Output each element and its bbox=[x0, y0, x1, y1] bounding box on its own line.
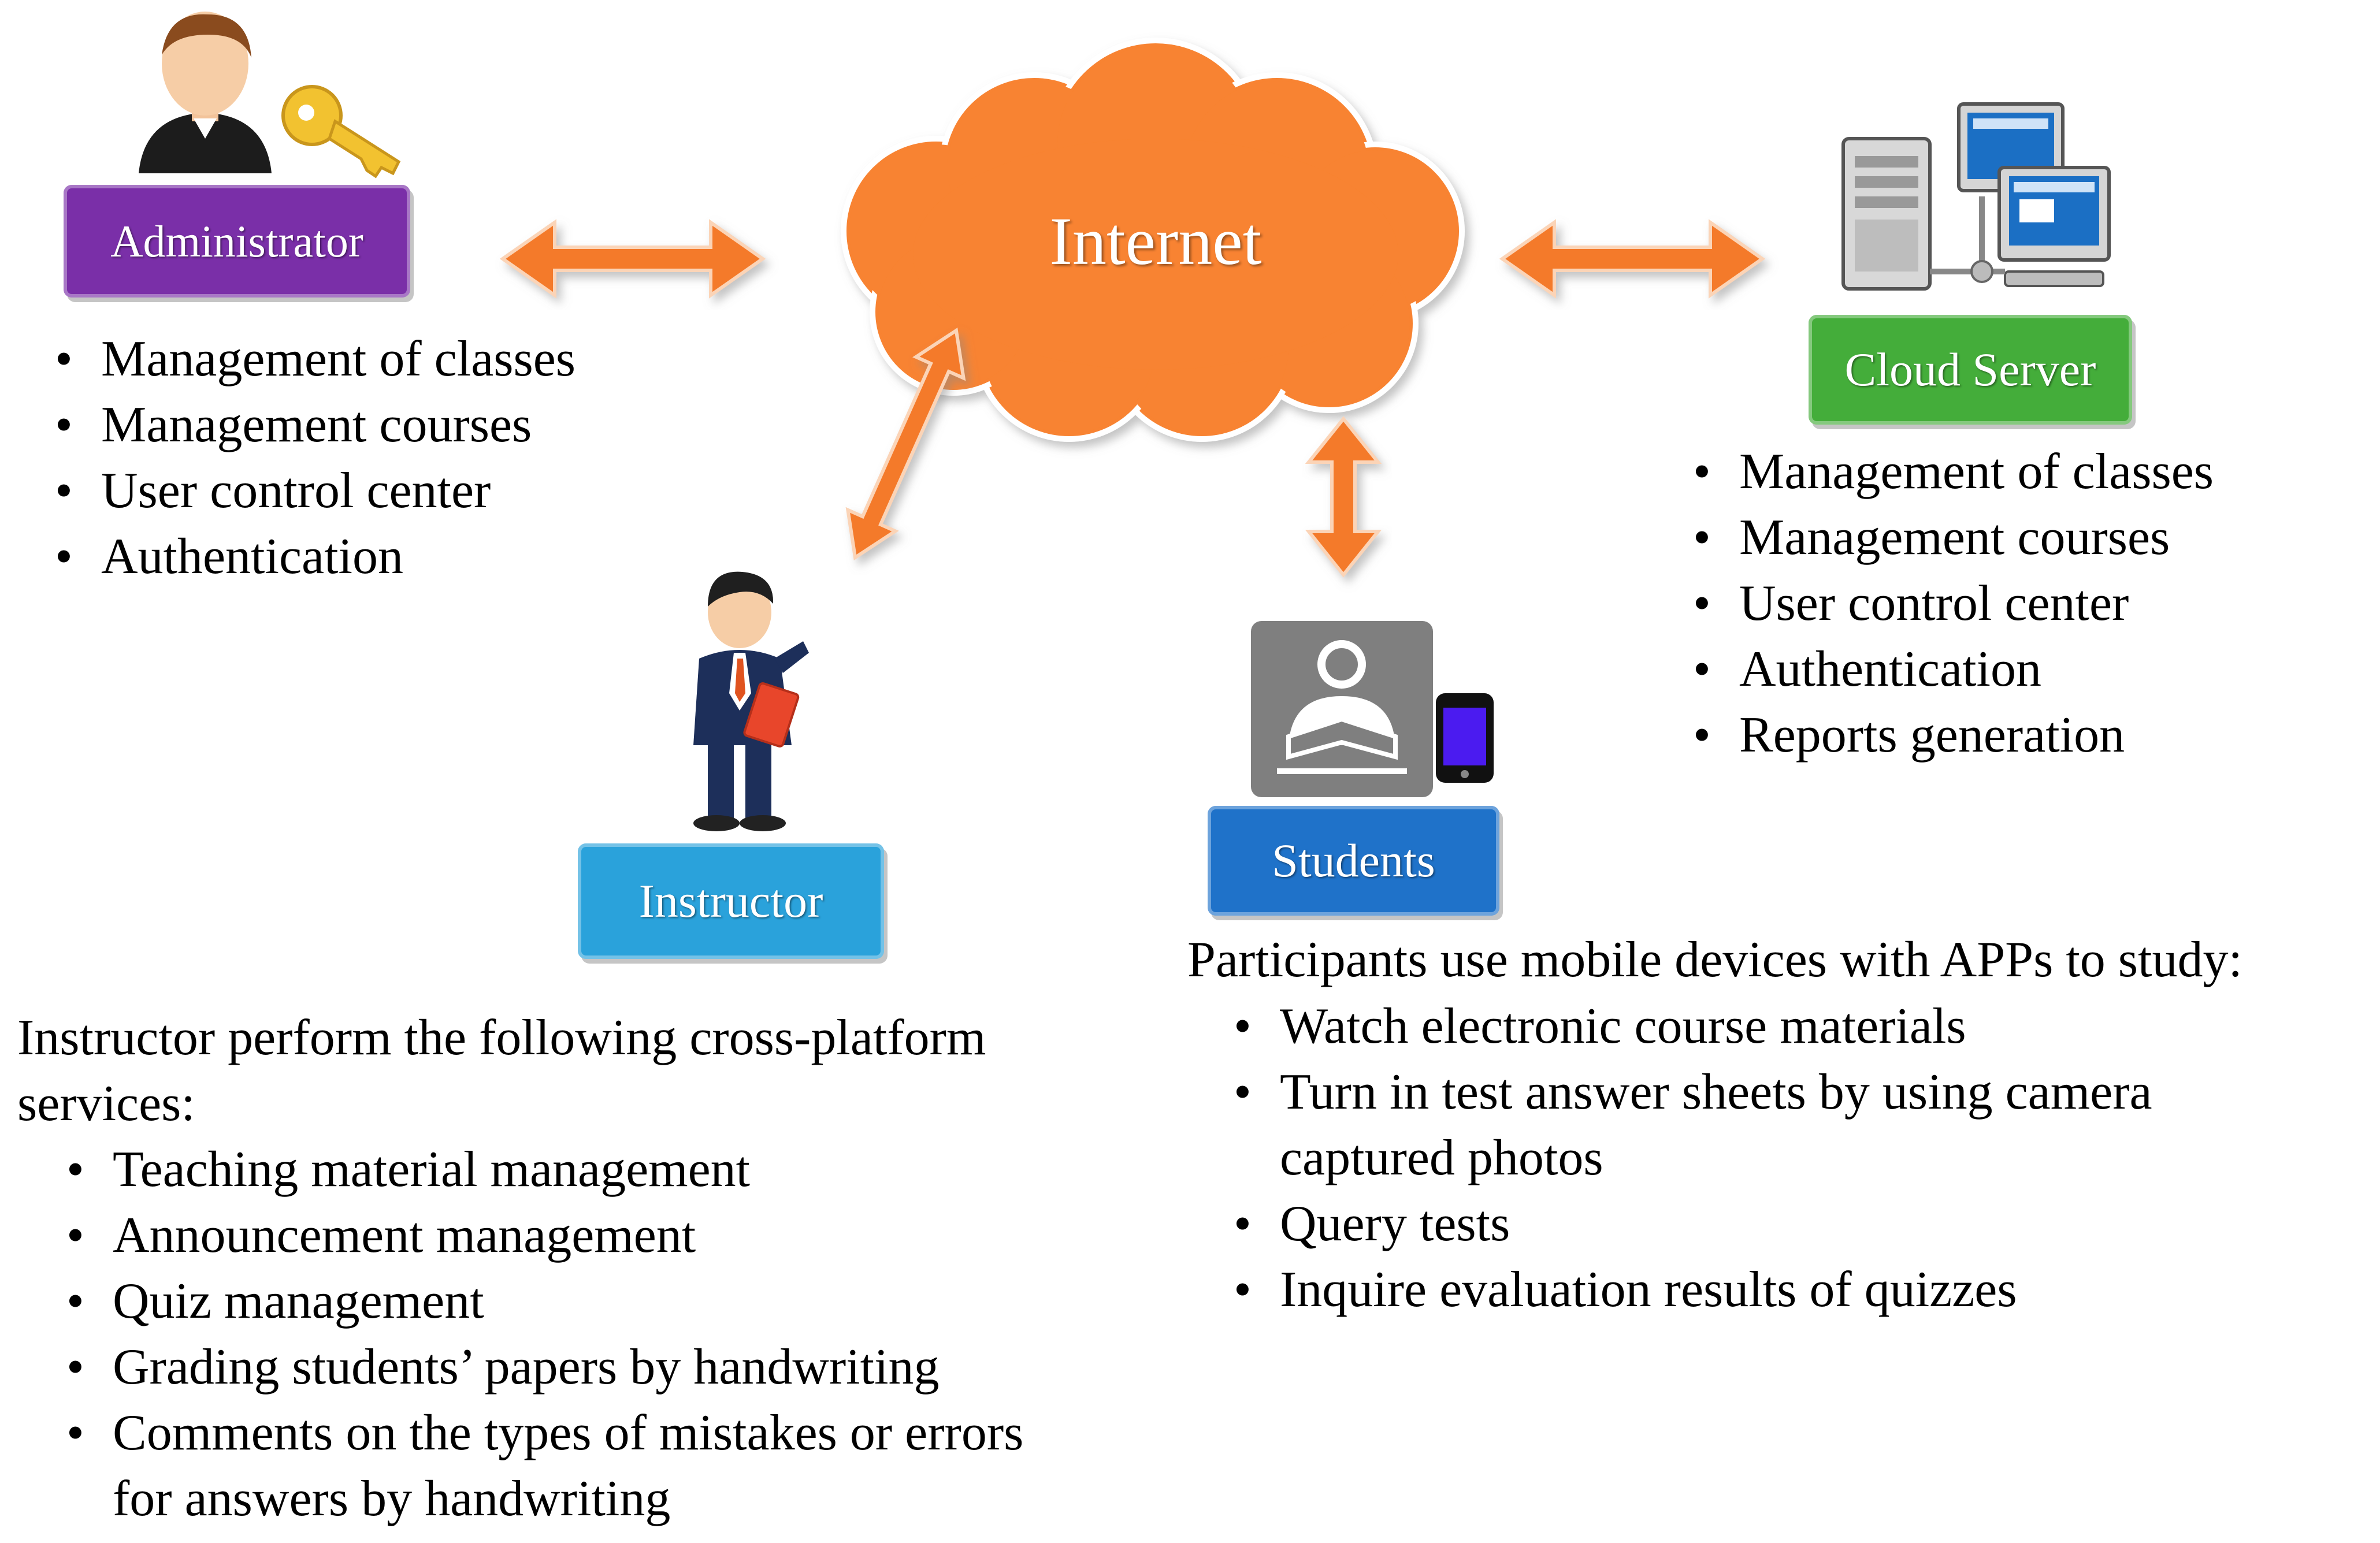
student-reader-icon bbox=[1251, 621, 1433, 797]
students-label: Students bbox=[1272, 834, 1435, 887]
list-item: captured photos bbox=[1280, 1130, 1603, 1186]
cloud-server-label: Cloud Server bbox=[1844, 343, 2096, 396]
mobile-phone-icon bbox=[1436, 693, 1494, 783]
administrator-button[interactable]: Administrator bbox=[64, 185, 410, 298]
administrator-feature-list: Management of classes Management courses… bbox=[55, 326, 575, 590]
arrow-internet-instructor bbox=[845, 328, 966, 561]
cloud-server-feature-list: Management of classes Management courses… bbox=[1693, 439, 2214, 768]
list-item: Watch electronic course materials bbox=[1234, 994, 2152, 1059]
server-computer-icon bbox=[1841, 102, 2111, 291]
students-button[interactable]: Students bbox=[1208, 806, 1499, 916]
list-item: Quiz management bbox=[66, 1269, 1023, 1334]
arrow-internet-students bbox=[1305, 416, 1382, 578]
instructor-label: Instructor bbox=[638, 875, 823, 927]
list-item: Reports generation bbox=[1693, 702, 2214, 768]
list-item: for answers by handwriting bbox=[113, 1471, 671, 1527]
list-item: Management of classes bbox=[55, 326, 575, 392]
internet-label: Internet bbox=[1049, 203, 1262, 279]
instructor-person-icon bbox=[693, 571, 809, 831]
administrator-label: Administrator bbox=[110, 215, 363, 266]
list-item: Management of classes bbox=[1693, 439, 2214, 505]
students-intro: Participants use mobile devices with APP… bbox=[1187, 932, 2242, 988]
list-item: Grading students’ papers by handwriting bbox=[66, 1334, 1023, 1400]
list-item: Authentication bbox=[1693, 637, 2214, 702]
cloud-server-button[interactable]: Cloud Server bbox=[1809, 315, 2132, 425]
list-item: User control center bbox=[55, 458, 575, 524]
list-item: Turn in test answer sheets by using came… bbox=[1234, 1059, 2152, 1125]
list-item: Comments on the types of mistakes or err… bbox=[66, 1400, 1023, 1466]
list-item: Management courses bbox=[55, 392, 575, 458]
arrow-admin-internet bbox=[499, 219, 766, 299]
students-feature-list: Watch electronic course materials Turn i… bbox=[1234, 994, 2152, 1323]
instructor-button[interactable]: Instructor bbox=[578, 843, 884, 959]
list-item: Query tests bbox=[1234, 1191, 2152, 1257]
key-icon bbox=[281, 85, 401, 179]
list-item: Management courses bbox=[1693, 505, 2214, 571]
list-item: User control center bbox=[1693, 571, 2214, 637]
list-item: Inquire evaluation results of quizzes bbox=[1234, 1257, 2152, 1323]
instructor-intro-line1: Instructor perform the following cross-p… bbox=[17, 1010, 986, 1066]
list-item: Teaching material management bbox=[66, 1137, 1023, 1203]
instructor-intro-line2: services: bbox=[17, 1076, 195, 1132]
administrator-person-icon bbox=[139, 12, 272, 173]
arrow-internet-cloudserver bbox=[1499, 219, 1766, 299]
internet-cloud bbox=[841, 38, 1465, 442]
instructor-feature-list: Teaching material management Announcemen… bbox=[66, 1137, 1023, 1532]
list-item: Authentication bbox=[55, 524, 575, 590]
list-item: Announcement management bbox=[66, 1203, 1023, 1269]
